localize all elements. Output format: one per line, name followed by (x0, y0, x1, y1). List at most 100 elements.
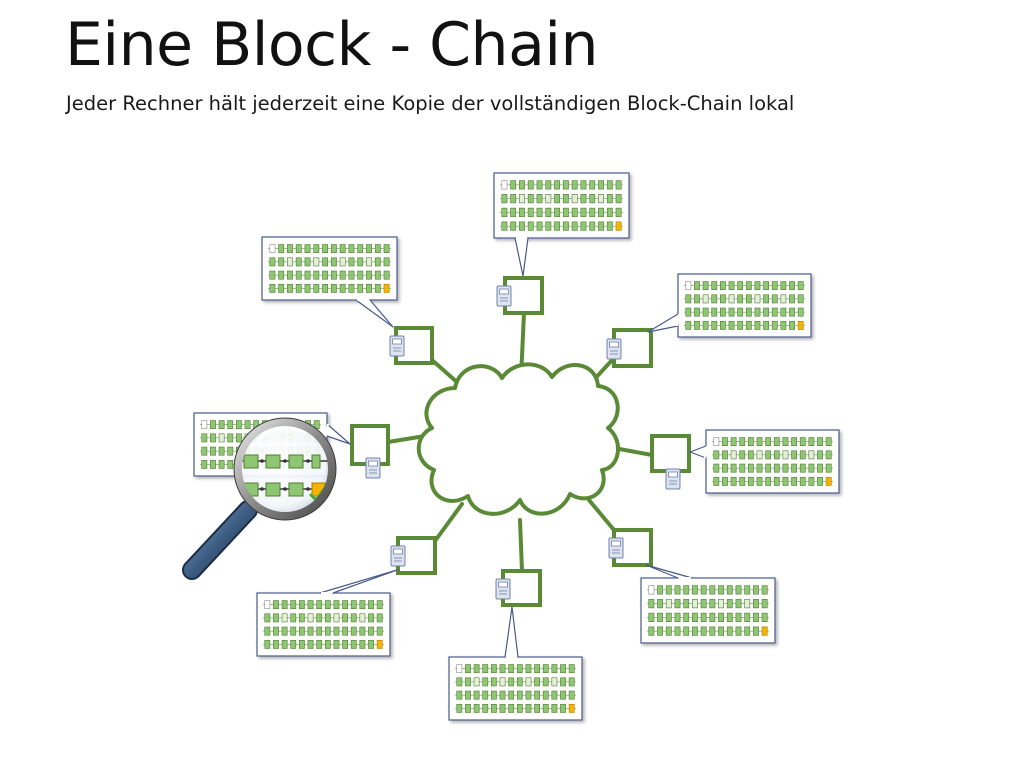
computer-node-lower-left (390, 536, 437, 575)
chain-block (316, 626, 323, 636)
chain-block (780, 307, 787, 317)
chain-block (201, 459, 208, 469)
chain-block (735, 612, 742, 622)
chain-block (615, 221, 622, 231)
chain-block (756, 437, 763, 447)
chain-block (330, 283, 337, 293)
chain-block (773, 437, 780, 447)
chain-block (508, 703, 515, 713)
chain-block (304, 244, 311, 254)
chain-block (694, 294, 700, 304)
chain-block (307, 600, 314, 610)
chain-block (791, 450, 798, 460)
chain-block (350, 613, 357, 623)
chain-block (730, 463, 737, 473)
chain-block (339, 244, 346, 254)
chain-block (542, 664, 549, 674)
chain-block (374, 257, 381, 267)
slide-title: Eine Block - Chain (65, 10, 599, 80)
chain-block (674, 612, 681, 622)
chain-block (348, 257, 355, 267)
chain-block (722, 437, 728, 447)
chain-block (737, 294, 744, 304)
connection-line-lower-left (433, 502, 464, 543)
chain-block (713, 463, 720, 473)
chain-block (711, 294, 718, 304)
chain-block (606, 221, 613, 231)
chain-block (376, 613, 383, 623)
chain-block (545, 221, 552, 231)
chain-block (702, 320, 709, 330)
chain-block (324, 639, 331, 649)
chain-block (780, 281, 787, 291)
chain-block (726, 585, 733, 595)
chain-block (648, 599, 655, 609)
chain-block (665, 585, 672, 595)
chain-block (568, 664, 575, 674)
chain-block (342, 600, 349, 610)
chain-block (376, 626, 383, 636)
chain-block (366, 244, 372, 254)
chain-block (773, 450, 780, 460)
chain-block (545, 194, 552, 204)
chain-block (551, 703, 558, 713)
chain-block (674, 626, 681, 636)
chain-block (799, 463, 806, 473)
chain-block (745, 320, 752, 330)
chain-block (817, 437, 823, 447)
chain-block (383, 244, 390, 254)
chain-block (499, 664, 506, 674)
chain-block (598, 221, 604, 231)
chain-block (281, 600, 288, 610)
chain-block (542, 703, 549, 713)
chain-block (456, 703, 463, 713)
chain-block (773, 476, 780, 486)
chain-block (298, 626, 305, 636)
chain-block (510, 207, 517, 217)
chain-block (383, 257, 390, 267)
chain-block (737, 320, 744, 330)
chain-block (718, 612, 724, 622)
chain-block (739, 463, 746, 473)
server-icon (390, 545, 406, 567)
chain-block (501, 221, 508, 231)
chain-block (728, 320, 735, 330)
chain-block (501, 207, 508, 217)
chain-block (771, 320, 778, 330)
chain-block (817, 463, 823, 473)
chain-block (700, 612, 707, 622)
chain-block (782, 450, 789, 460)
chain-block (709, 612, 716, 622)
chain-block (339, 257, 346, 267)
chain-block (562, 207, 569, 217)
chain-block (692, 599, 698, 609)
chain-block (295, 257, 302, 267)
chain-block (568, 703, 575, 713)
chain-block (747, 476, 754, 486)
chain-block (789, 307, 795, 317)
chain-block (791, 476, 798, 486)
chain-block (288, 454, 304, 469)
chain-block (615, 194, 622, 204)
chain-block (545, 180, 552, 190)
chain-block (735, 585, 742, 595)
chain-block (339, 270, 346, 280)
chain-block (368, 600, 374, 610)
chain-block (817, 450, 823, 460)
chain-block (773, 463, 780, 473)
chain-block (201, 446, 208, 456)
server-icon (495, 578, 511, 600)
chain-block (527, 207, 534, 217)
chain-block (376, 639, 383, 649)
chain-block (510, 180, 517, 190)
chain-block (735, 626, 742, 636)
chain-block (747, 437, 754, 447)
chain-block (694, 320, 700, 330)
chain-block (357, 270, 364, 280)
chain-block (702, 281, 709, 291)
chain-block (307, 626, 314, 636)
chain-block (657, 612, 663, 622)
chain-block (210, 446, 216, 456)
magnifier-rim (234, 418, 336, 520)
chain-block (348, 283, 355, 293)
